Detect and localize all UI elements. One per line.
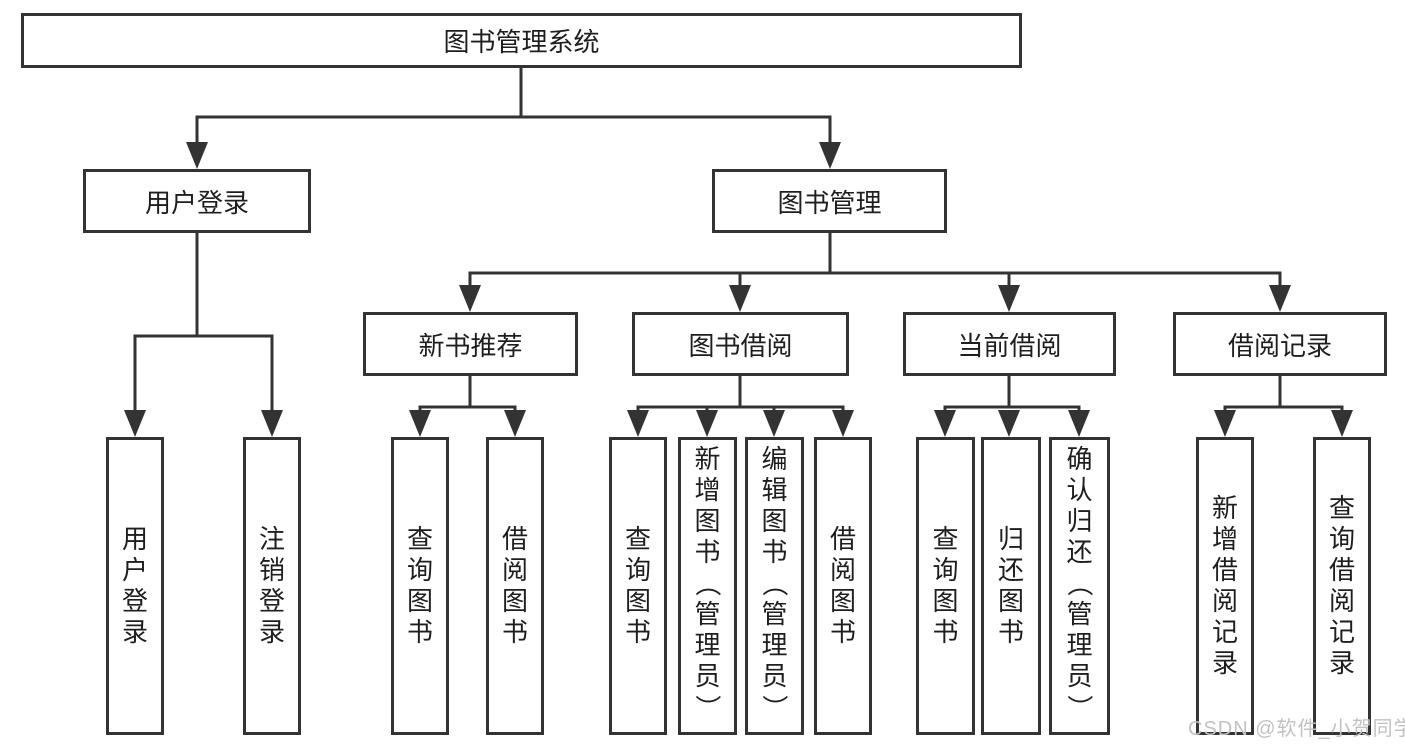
leaf-logout: 注销登录 (243, 437, 301, 735)
leaf-borrow-borrow-books: 借阅图书 (814, 437, 872, 735)
leaf-recommend-borrow-books: 借阅图书 (486, 437, 544, 735)
leaf-borrow-query-books: 查询图书 (609, 437, 667, 735)
node-borrow-records: 借阅记录 (1173, 312, 1387, 376)
leaf-recommend-query-books: 查询图书 (391, 437, 449, 735)
node-new-book-recommend: 新书推荐 (363, 312, 578, 376)
node-book-management: 图书管理 (712, 169, 947, 233)
leaf-records-add-record: 新增借阅记录 (1196, 437, 1254, 735)
leaf-current-confirm-return-admin: 确认归还（管理员） (1049, 437, 1110, 735)
csdn-watermark: CSDN @软件_小贺同学 (1188, 718, 1405, 740)
arrowheads (124, 142, 1353, 437)
leaf-records-query-record: 查询借阅记录 (1313, 437, 1371, 735)
node-book-borrow: 图书借阅 (632, 312, 849, 376)
node-user-login: 用户登录 (83, 169, 311, 233)
leaf-current-return-books: 归还图书 (981, 437, 1041, 735)
leaf-borrow-add-books-admin: 新增图书（管理员） (678, 437, 737, 735)
leaf-borrow-edit-books-admin: 编辑图书（管理员） (745, 437, 804, 735)
leaf-user-login: 用户登录 (106, 437, 164, 735)
node-library-management-system: 图书管理系统 (21, 13, 1022, 68)
leaf-current-query-books: 查询图书 (916, 437, 975, 735)
node-current-borrow: 当前借阅 (903, 312, 1116, 376)
